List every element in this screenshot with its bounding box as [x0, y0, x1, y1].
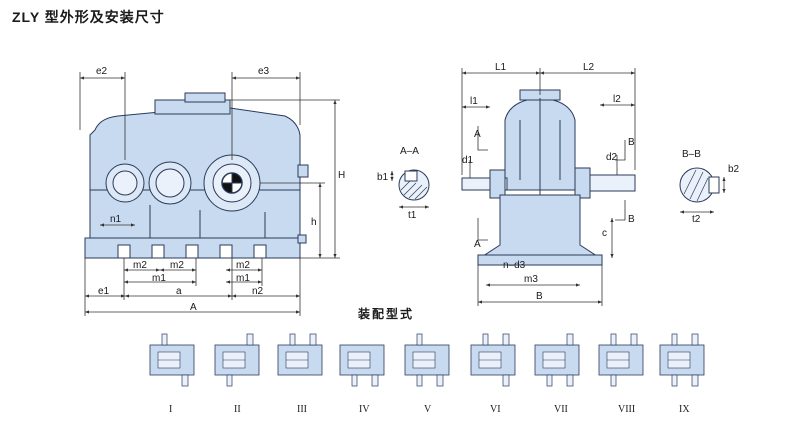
- label-A-bot: A: [474, 239, 481, 250]
- assembly-type-1: I: [149, 333, 195, 415]
- input-shaft-bottom: [546, 374, 553, 387]
- label-n2: n2: [252, 286, 264, 297]
- assembly-type-4: IV: [339, 344, 385, 415]
- output-shaft-bottom: [436, 374, 444, 387]
- output-shaft-top: [246, 333, 254, 346]
- label-H: H: [338, 170, 345, 181]
- side-lower-housing: [478, 194, 602, 259]
- assembly-type-label: IV: [359, 404, 370, 415]
- label-h: h: [311, 217, 317, 228]
- assembly-type-8: VIII: [598, 333, 644, 415]
- label-B: B: [536, 291, 543, 302]
- output-shaft-bottom: [181, 374, 189, 387]
- output-shaft-top: [630, 333, 638, 346]
- front-view: [84, 92, 309, 259]
- assembly-type-label: VIII: [618, 404, 635, 415]
- assembly-type-3: III: [277, 333, 323, 415]
- output-shaft-bottom: [371, 374, 379, 387]
- label-A-top: A: [474, 129, 481, 140]
- assembly-type-label: VI: [490, 404, 501, 415]
- output-shaft-top: [691, 333, 699, 346]
- label-B-top: B: [628, 137, 635, 148]
- assembly-type-label: II: [234, 404, 241, 415]
- label-m3: m3: [524, 274, 538, 285]
- input-shaft-bottom: [226, 374, 233, 387]
- output-shaft-bottom: [691, 374, 699, 387]
- page-title: ZLY 型外形及安装尺寸: [12, 9, 165, 25]
- front-dimensions: [79, 72, 340, 316]
- assembly-type-label: I: [169, 404, 172, 415]
- label-l2: l2: [613, 94, 621, 105]
- input-shaft-top: [482, 333, 489, 346]
- label-m1-b: m1: [236, 273, 250, 284]
- label-d2: d2: [606, 152, 618, 163]
- label-e3: e3: [258, 66, 270, 77]
- section-bb: [679, 167, 726, 214]
- label-m2-c: m2: [236, 260, 250, 271]
- section-aa: [390, 169, 430, 209]
- input-shaft-bottom: [610, 374, 617, 387]
- input-shaft-top: [610, 333, 617, 346]
- label-b2: b2: [728, 164, 740, 175]
- label-L2: L2: [583, 62, 595, 73]
- assembly-type-2: II: [214, 333, 260, 415]
- side-view: [461, 89, 636, 266]
- label-m2-b: m2: [170, 260, 184, 271]
- label-n-d3: n–d3: [503, 260, 526, 271]
- input-shaft-bottom: [416, 374, 423, 387]
- label-d1: d1: [462, 155, 474, 166]
- label-c: c: [602, 228, 607, 239]
- output-shaft-bottom: [502, 374, 510, 387]
- label-B-bot: B: [628, 214, 635, 225]
- label-n1: n1: [110, 214, 122, 225]
- label-t1: t1: [408, 210, 417, 221]
- assembly-type-9: IX: [659, 333, 705, 415]
- assembly-type-label: VII: [554, 404, 568, 415]
- label-m2-a: m2: [133, 260, 147, 271]
- label-b1: b1: [377, 172, 389, 183]
- label-A: A: [190, 302, 197, 313]
- assembly-type-label: V: [424, 404, 432, 415]
- assembly-type-5: V: [404, 333, 450, 415]
- front-labels: e2 e3 H h n1 m2 m2 m2 m1 m1 e1 a n2 A: [96, 66, 345, 313]
- assembly-type-label: III: [297, 404, 307, 415]
- input-shaft-top: [671, 333, 678, 346]
- input-shaft-bottom: [671, 374, 678, 387]
- section-bb-title: B–B: [682, 149, 701, 160]
- label-e1: e1: [98, 286, 110, 297]
- front-housing: [89, 107, 301, 241]
- output-shaft-top: [309, 333, 317, 346]
- input-shaft-bottom: [351, 374, 358, 387]
- input-shaft-top: [161, 333, 168, 346]
- assembly-type-7: VII: [534, 333, 580, 415]
- label-a: a: [176, 286, 182, 297]
- label-l1: l1: [470, 96, 478, 107]
- label-L1: L1: [495, 62, 507, 73]
- output-shaft-top: [566, 333, 574, 346]
- side-dimensions: [461, 68, 636, 306]
- label-m1-a: m1: [152, 273, 166, 284]
- label-t2: t2: [692, 214, 701, 225]
- output-shaft-bottom: [566, 374, 574, 387]
- side-labels: L1 L2 l1 l2 A A B B d1 d2 c n–d3 m3 B: [462, 62, 635, 302]
- output-shaft-top: [502, 333, 510, 346]
- assembly-type-label: IX: [679, 404, 690, 415]
- input-shaft-top: [289, 333, 296, 346]
- assembly-section-title: 装配型式: [358, 307, 415, 321]
- input-shaft-top: [416, 333, 423, 346]
- assembly-type-6: VI: [470, 333, 516, 415]
- section-aa-title: A–A: [400, 146, 419, 157]
- label-e2: e2: [96, 66, 108, 77]
